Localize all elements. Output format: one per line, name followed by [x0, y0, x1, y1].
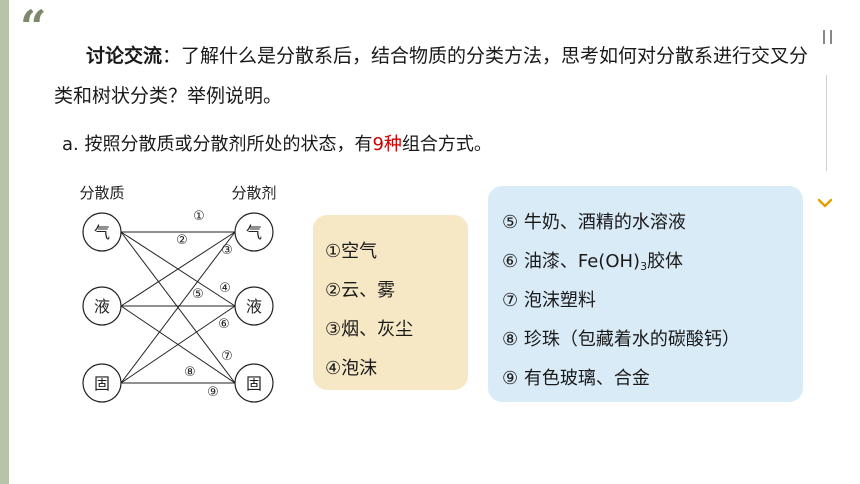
examples-box-left: ①空气 ②云、雾 ③烟、灰尘 ④泡沫 [313, 215, 468, 390]
examples-box-right: ⑤ 牛奶、酒精的水溶液 ⑥ 油漆、Fe(OH)3胶体 ⑦ 泡沫塑料 ⑧ 珍珠（包… [488, 186, 803, 402]
quote-icon: “ [20, 0, 47, 54]
example-item-6-prefix: ⑥ 油漆、Fe(OH) [502, 251, 641, 272]
intro-text: ：了解什么是分散系后，结合物质的分类方法，思考如何对分散系进行交叉分类和树状分类… [54, 45, 809, 107]
pause-icon[interactable] [822, 30, 834, 44]
example-item-6: ⑥ 油漆、Fe(OH)3胶体 [502, 247, 683, 273]
right-header: 分散剂 [231, 184, 276, 202]
left-node-2: 液 [82, 286, 122, 326]
link-label-3: ③ [221, 243, 233, 258]
left-header: 分散质 [79, 184, 124, 202]
example-item-2: ②云、雾 [325, 280, 396, 301]
left-node-3: 固 [82, 363, 122, 403]
left-node-2-circle [82, 286, 122, 326]
example-item-6-subscript: 3 [640, 260, 648, 273]
left-node-2-text: 液 [94, 297, 110, 316]
left-node-3-text: 固 [94, 374, 110, 393]
intro-paragraph: 讨论交流：了解什么是分散系后，结合物质的分类方法，思考如何对分散系进行交叉分类和… [54, 36, 814, 116]
link-label-1: ① [193, 209, 205, 224]
right-node-1: 气 [234, 212, 274, 252]
left-node-1-circle [82, 212, 122, 252]
side-divider [826, 75, 827, 171]
link-label-6: ⑥ [218, 317, 230, 332]
example-item-3: ③烟、灰尘 [325, 319, 414, 340]
link-label-2: ② [176, 233, 188, 248]
point-a: a. 按照分散质或分散剂所处的状态，有9种组合方式。 [62, 130, 492, 156]
right-node-3: 固 [234, 363, 274, 403]
example-item-9: ⑨ 有色玻璃、合金 [502, 368, 650, 389]
point-a-prefix: a. 按照分散质或分散剂所处的状态，有 [62, 134, 373, 155]
example-item-1: ①空气 [325, 241, 378, 262]
state-combination-diagram: 分散质 分散剂 气液固 气液固 ①② ③ ④⑤⑥ ⑦ ⑧⑨ [79, 184, 277, 403]
link-line-4 [120, 231, 236, 307]
example-item-4: ④泡沫 [325, 358, 378, 379]
example-item-5: ⑤ 牛奶、酒精的水溶液 [502, 212, 686, 233]
link-label-8: ⑧ [184, 365, 196, 380]
example-item-6-suffix: 胶体 [647, 251, 684, 272]
intro-label: 讨论交流 [86, 45, 163, 67]
right-node-1-text: 气 [246, 223, 262, 242]
right-node-3-circle [234, 363, 274, 403]
link-line-8 [120, 305, 236, 384]
left-node-1-text: 气 [94, 223, 110, 242]
left-node-3-circle [82, 363, 122, 403]
chevron-down-icon[interactable] [816, 196, 834, 210]
link-line-7 [120, 231, 236, 384]
point-a-highlight: 9种 [372, 134, 402, 155]
right-node-2-text: 液 [246, 297, 262, 316]
example-item-8: ⑧ 珍珠（包藏着水的碳酸钙） [502, 329, 740, 350]
point-a-suffix: 组合方式。 [401, 134, 492, 155]
link-label-9: ⑨ [207, 385, 219, 400]
link-label-5: ⑤ [192, 287, 204, 302]
right-node-1-circle [234, 212, 274, 252]
right-node-3-text: 固 [246, 374, 262, 393]
right-node-2-circle [234, 286, 274, 326]
right-node-2: 液 [234, 286, 274, 326]
left-accent-bar [0, 0, 9, 484]
link-label-4: ④ [219, 281, 231, 296]
link-label-7: ⑦ [221, 349, 233, 364]
example-item-7: ⑦ 泡沫塑料 [502, 290, 596, 311]
left-node-1: 气 [82, 212, 122, 252]
